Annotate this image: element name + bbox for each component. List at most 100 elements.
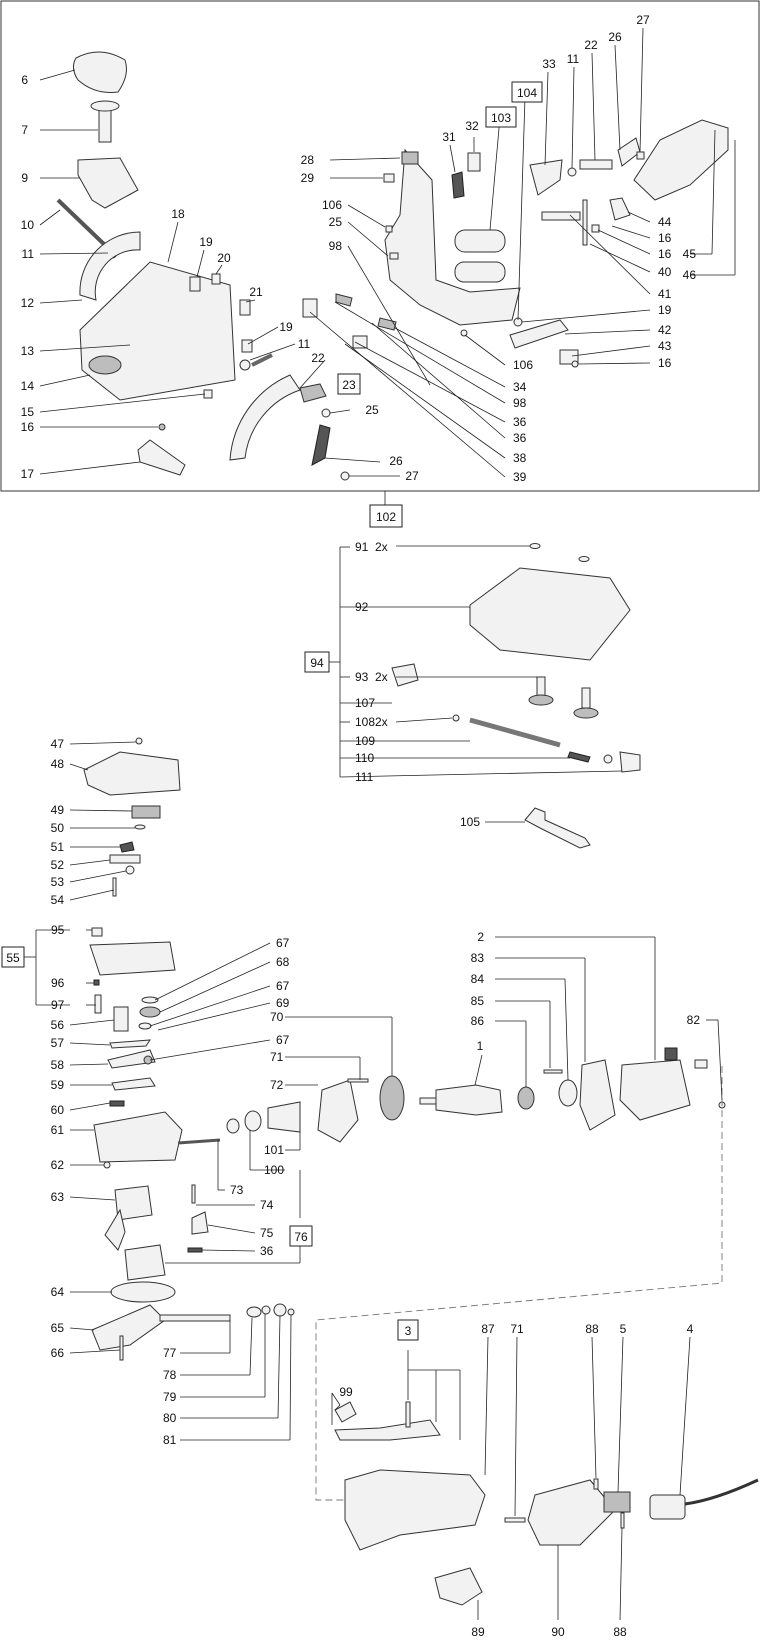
assembly-box-103: 103 — [485, 106, 517, 128]
part-label: 2 — [477, 930, 484, 944]
part-label: 93 — [355, 670, 369, 684]
part-label: 109 — [355, 734, 375, 748]
svg-text:55: 55 — [6, 951, 20, 965]
part-label: 83 — [471, 951, 485, 965]
part-label: 66 — [51, 1346, 65, 1360]
svg-text:103: 103 — [491, 111, 511, 125]
part-label: 25 — [329, 215, 343, 229]
part-label: 62 — [51, 1158, 65, 1172]
part-label: 88 — [585, 1322, 599, 1336]
part-label: 67 — [276, 979, 290, 993]
assembly-box-76: 76 — [289, 1225, 313, 1247]
part-label: 11 — [22, 247, 35, 261]
assembly-box-55: 55 — [1, 946, 25, 968]
part-label: 84 — [471, 972, 485, 986]
part-label: 6 — [21, 73, 28, 87]
qty-label: 2x — [375, 715, 388, 729]
part-label: 86 — [471, 1014, 485, 1028]
top-right-parts — [302, 119, 729, 368]
part-label: 56 — [51, 1018, 65, 1032]
part-label: 26 — [389, 454, 403, 468]
part-label: 98 — [329, 239, 343, 253]
part-label: 5 — [620, 1322, 627, 1336]
part-label: 100 — [264, 1163, 284, 1177]
svg-text:102: 102 — [376, 510, 396, 524]
part-label: 16 — [21, 420, 35, 434]
part-label: 72 — [270, 1078, 284, 1092]
housing-parts — [334, 1401, 759, 1606]
part-label: 19 — [658, 303, 672, 317]
part-label: 63 — [51, 1190, 65, 1204]
part-label: 38 — [513, 451, 527, 465]
top-assembly-frame — [0, 0, 760, 492]
part-label: 20 — [217, 251, 231, 265]
part-label: 16 — [658, 231, 672, 245]
labels-housing: 99 87 71 88 5 4 89 90 88 — [339, 1322, 693, 1639]
part-label: 80 — [163, 1411, 177, 1425]
part-label: 40 — [658, 265, 672, 279]
part-label: 21 — [249, 285, 263, 299]
labels-group-94: 91 2x 92 93 2x 107 108 2x 109 110 111 10… — [355, 540, 480, 829]
part-label: 13 — [21, 344, 35, 358]
part-label: 42 — [658, 323, 672, 337]
part-label: 34 — [513, 380, 527, 394]
part-label: 85 — [471, 994, 485, 1008]
part-label: 36 — [513, 415, 527, 429]
part-label: 81 — [163, 1433, 177, 1447]
part-label: 44 — [658, 215, 672, 229]
part-label: 48 — [51, 757, 65, 771]
part-label: 33 — [542, 57, 556, 71]
part-label: 107 — [355, 696, 375, 710]
part-label: 51 — [51, 840, 65, 854]
part-label: 10 — [21, 218, 35, 232]
part-label: 58 — [51, 1058, 65, 1072]
part-label: 45 — [683, 247, 697, 261]
part-label: 59 — [51, 1078, 65, 1092]
part-label: 12 — [21, 296, 35, 310]
part-label: 108 — [355, 715, 375, 729]
part-label: 98 — [513, 396, 527, 410]
part-label: 111 — [355, 770, 374, 784]
top-left-parts — [56, 51, 350, 481]
part-label: 106 — [513, 358, 533, 372]
assembly-box-104: 104 — [511, 81, 543, 103]
part-label: 57 — [51, 1036, 65, 1050]
part-label: 79 — [163, 1390, 177, 1404]
part-label: 101 — [264, 1143, 284, 1157]
part-label: 54 — [51, 893, 65, 907]
part-label: 22 — [311, 351, 325, 365]
part-label: 31 — [442, 130, 456, 144]
svg-text:76: 76 — [294, 1230, 308, 1244]
part-label: 41 — [658, 287, 672, 301]
part-label: 16 — [658, 356, 672, 370]
labels-motor: 2 83 84 85 86 1 82 — [471, 930, 701, 1053]
part-label: 67 — [276, 936, 290, 950]
part-label: 92 — [355, 600, 369, 614]
part-label: 16 — [658, 247, 672, 261]
part-label: 7 — [21, 123, 28, 137]
svg-text:23: 23 — [342, 378, 356, 392]
part-label: 75 — [260, 1226, 274, 1240]
qty-label: 2x — [375, 670, 388, 684]
part-label: 47 — [51, 737, 65, 751]
part-label: 71 — [270, 1050, 284, 1064]
assembly-box-3: 3 — [397, 1319, 419, 1341]
part-label: 91 — [355, 540, 369, 554]
part-label: 61 — [51, 1123, 65, 1137]
part-label: 95 — [51, 923, 65, 937]
part-label: 87 — [481, 1322, 495, 1336]
labels-left-column: 47 48 49 50 51 52 53 54 95 96 97 56 57 5… — [51, 737, 65, 1360]
part-label: 110 — [355, 751, 374, 765]
part-label: 68 — [276, 955, 290, 969]
part-label: 22 — [584, 38, 598, 52]
part-label: 106 — [322, 198, 342, 212]
part-label: 64 — [51, 1285, 65, 1299]
part-label: 18 — [171, 207, 185, 221]
part-label: 36 — [260, 1244, 274, 1258]
assembly-box-94: 94 — [304, 651, 330, 673]
part-label: 73 — [230, 1183, 244, 1197]
part-label: 36 — [513, 431, 527, 445]
part-label: 9 — [21, 171, 28, 185]
part-label: 89 — [471, 1625, 485, 1639]
svg-text:94: 94 — [310, 656, 324, 670]
